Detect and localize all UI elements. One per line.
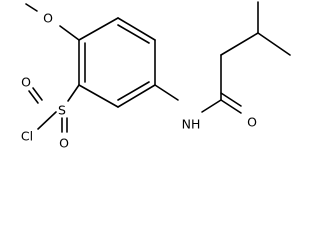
bond-ch2-ch bbox=[220, 32, 259, 56]
atom-sulfur: S bbox=[58, 103, 66, 118]
ring-bond-c2-c3-inner bbox=[117, 24, 150, 44]
atom-carbonyl-oxygen: O bbox=[247, 115, 257, 130]
bond-ring-sulfur bbox=[67, 84, 80, 102]
ring-bond-c4-c5 bbox=[117, 84, 156, 108]
bond-carbonyl-b bbox=[220, 92, 242, 107]
atom-sulfonyl-oxygen-bottom: O bbox=[59, 136, 69, 151]
bond-sulfur-chlorine bbox=[37, 111, 57, 130]
bond-methyl-methoxy-o bbox=[25, 3, 38, 12]
atom-sulfonyl-oxygen-top: O bbox=[21, 75, 31, 90]
ring-bond-c5-c6 bbox=[78, 84, 119, 108]
structure-canvas: O O S Cl O NH O bbox=[20, 1, 291, 151]
bond-ch-methyl-right bbox=[257, 32, 291, 56]
bond-sulfur-o-top-a bbox=[28, 90, 39, 104]
bond-carbonyl-a bbox=[220, 99, 242, 114]
bond-ring-nh bbox=[154, 84, 179, 101]
atom-amide-nh: NH bbox=[182, 117, 201, 132]
atom-chlorine: Cl bbox=[21, 129, 33, 144]
ring-bond-c2-c3 bbox=[117, 17, 156, 41]
structure-diagram: O O S Cl O NH O bbox=[21, 1, 291, 151]
bond-nh-carbonyl-c bbox=[201, 99, 222, 113]
ring-bond-c1-c2 bbox=[78, 17, 119, 41]
ring-bond-c4-c5-inner bbox=[117, 81, 150, 101]
atom-methoxy-oxygen: O bbox=[43, 11, 53, 26]
bond-sulfur-o-top-b bbox=[32, 87, 43, 101]
bond-methoxy-o-ring bbox=[59, 25, 80, 41]
